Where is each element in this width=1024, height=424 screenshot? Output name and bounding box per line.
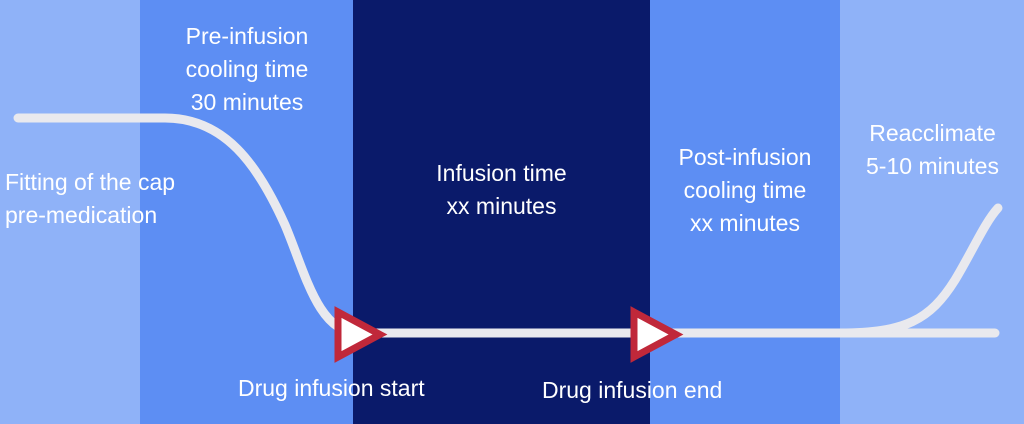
phase-label-line: xx minutes: [690, 210, 800, 236]
phase-label-line: pre-medication: [5, 202, 158, 228]
phase-label-pre-infusion: Pre-infusion cooling time 30 minutes: [147, 20, 347, 119]
temperature-curve: [13, 113, 1000, 338]
marker-label-text: Drug infusion end: [542, 377, 723, 403]
marker-label-infusion-end: Drug infusion end: [542, 374, 722, 407]
phase-label-line: Infusion time: [436, 160, 567, 186]
phase-band-post-infusion: [650, 0, 840, 424]
phase-band-pre-infusion: [140, 0, 353, 424]
marker-label-text: Drug infusion start: [238, 375, 425, 401]
phase-label-line: Post-infusion: [678, 144, 812, 170]
infusion-start-marker: [334, 306, 388, 363]
phase-label-line: xx minutes: [446, 193, 557, 219]
phase-band-infusion: [353, 0, 650, 424]
phase-label-line: 5-10 minutes: [866, 153, 999, 179]
phase-label-fitting: Fitting of the cap pre-medication: [5, 166, 175, 232]
phase-label-line: Pre-infusion: [185, 23, 309, 49]
phase-label-line: 30 minutes: [190, 89, 304, 115]
temperature-curve-rise: [835, 203, 1003, 338]
phase-label-line: cooling time: [683, 177, 807, 203]
phase-label-infusion: Infusion time xx minutes: [353, 157, 650, 223]
phase-label-line: Reacclimate: [869, 120, 996, 146]
marker-label-infusion-start: Drug infusion start: [238, 372, 425, 405]
phase-label-post-infusion: Post-infusion cooling time xx minutes: [650, 141, 840, 240]
phase-label-line: cooling time: [185, 56, 309, 82]
infusion-end-marker: [630, 306, 684, 363]
phase-band-fitting: [0, 0, 140, 424]
phase-label-reacclimate: Reacclimate 5-10 minutes: [845, 117, 1020, 183]
phase-label-line: Fitting of the cap: [5, 169, 176, 195]
